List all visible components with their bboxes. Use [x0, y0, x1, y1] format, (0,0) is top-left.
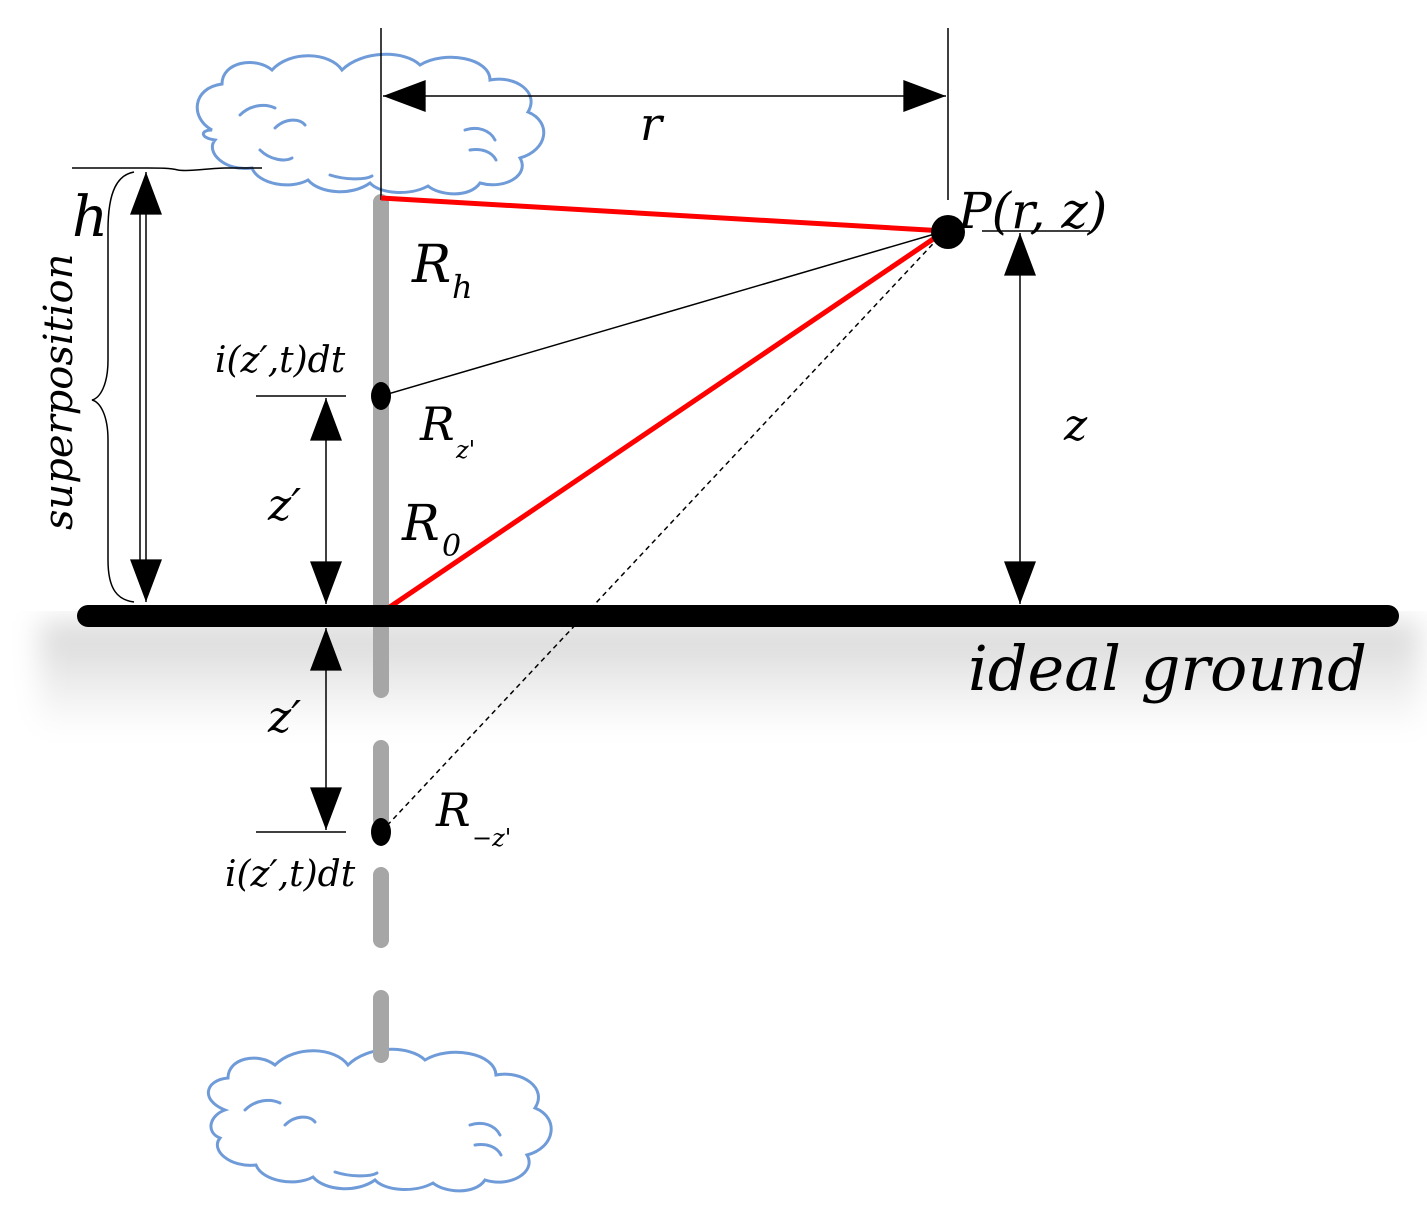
ideal-ground-label: ideal ground [968, 632, 1367, 705]
R-zprime-line [380, 230, 946, 397]
zprime-upper-label: z′ [267, 480, 301, 531]
point-P-label: P(r, z) [957, 182, 1107, 240]
R-zprime-subscript: z' [455, 436, 475, 464]
current-element-upper-label: i(z′,t)dt [215, 340, 346, 381]
r-label: r [640, 97, 665, 151]
R-minus-zprime-subscript: −z' [472, 824, 511, 852]
superposition-brace [91, 171, 135, 603]
R-0-label: R [401, 494, 440, 552]
R-h-subscript: h [452, 268, 473, 306]
R-minus-zprime-label: R [435, 783, 471, 837]
superposition-label: superposition [36, 254, 82, 530]
R-h-label: R [411, 235, 451, 295]
current-element-lower-label: i(z′,t)dt [225, 854, 356, 895]
R-minus-zprime-line [380, 230, 946, 833]
R-h-line [380, 195, 946, 234]
cloud-icon [195, 52, 546, 196]
zprime-lower-label: z′ [267, 692, 301, 743]
point-P-marker [931, 215, 965, 249]
z-label: z [1063, 400, 1088, 451]
cloud-icon [206, 1047, 553, 1193]
R-0-subscript: 0 [442, 529, 461, 564]
h-reference-line [72, 167, 262, 172]
h-label: h [72, 185, 108, 250]
current-element-upper-marker [371, 382, 391, 410]
R-zprime-label: R [419, 397, 455, 451]
ground-shadow [40, 622, 1420, 732]
R-0-line [373, 228, 947, 620]
current-element-lower-marker [371, 818, 391, 846]
